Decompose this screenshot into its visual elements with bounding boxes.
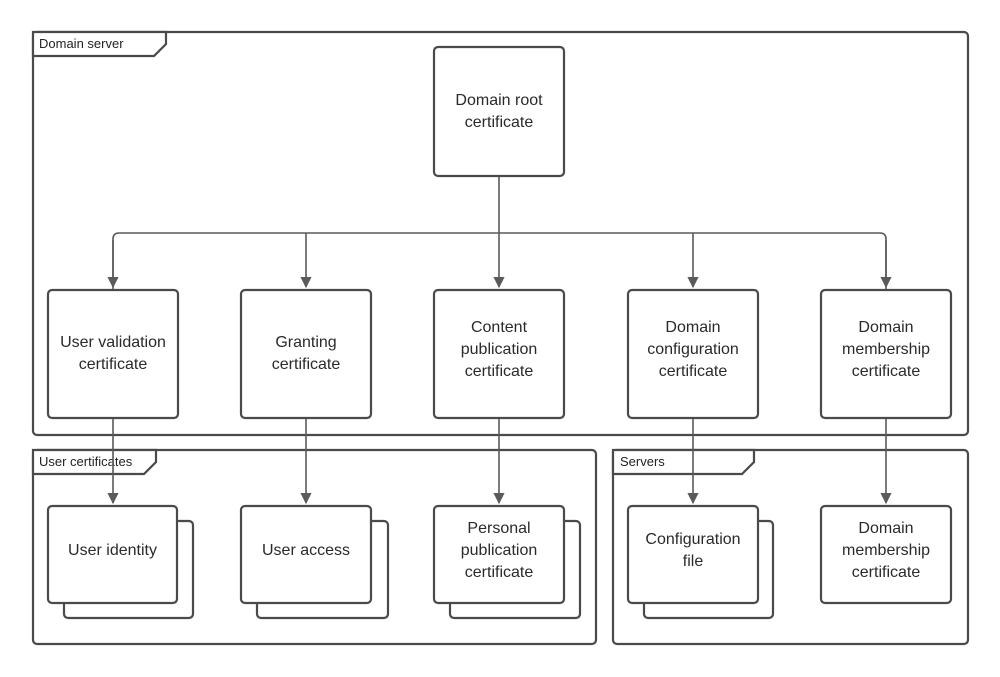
- domain-membership-server-label: Domain membership certificate: [841, 520, 931, 581]
- granting-box: [239, 288, 373, 420]
- domain-membership-label: Domain membership certificate: [841, 319, 931, 380]
- user-identity-label: User identity: [68, 542, 157, 559]
- user-access-box: [239, 504, 373, 605]
- user-identity-box: [46, 504, 179, 605]
- content-publication-box: [432, 288, 566, 420]
- servers-title: Servers: [620, 454, 665, 469]
- configuration-file-label: Configuration file: [645, 531, 741, 570]
- user-validation-box: [46, 288, 180, 420]
- personal-publication-box: [432, 504, 566, 605]
- connectors: [107, 176, 892, 505]
- domain-server-title: Domain server: [39, 36, 124, 51]
- personal-publication-label: Personal publication certificate: [460, 520, 538, 581]
- user-certificates-tab: [31, 448, 158, 476]
- user-access-label: User access: [261, 542, 351, 559]
- domain-server-tab: [31, 30, 168, 58]
- user-validation-label: User validation certificate: [60, 334, 166, 373]
- servers-tab: [611, 448, 756, 476]
- domain-membership-box: [819, 288, 953, 420]
- domain-configuration-label: Domain configuration certificate: [647, 319, 739, 380]
- content-publication-label: Content publication certificate: [460, 319, 538, 380]
- domain-root-label: Domain root certificate: [455, 91, 543, 131]
- granting-label: Granting certificate: [271, 334, 341, 373]
- domain-root-box: [432, 45, 566, 178]
- user-certificates-title: User certificates: [39, 454, 133, 469]
- domain-membership-server-box: [819, 504, 953, 605]
- domain-configuration-box: [626, 288, 760, 420]
- configuration-file-box: [626, 504, 760, 605]
